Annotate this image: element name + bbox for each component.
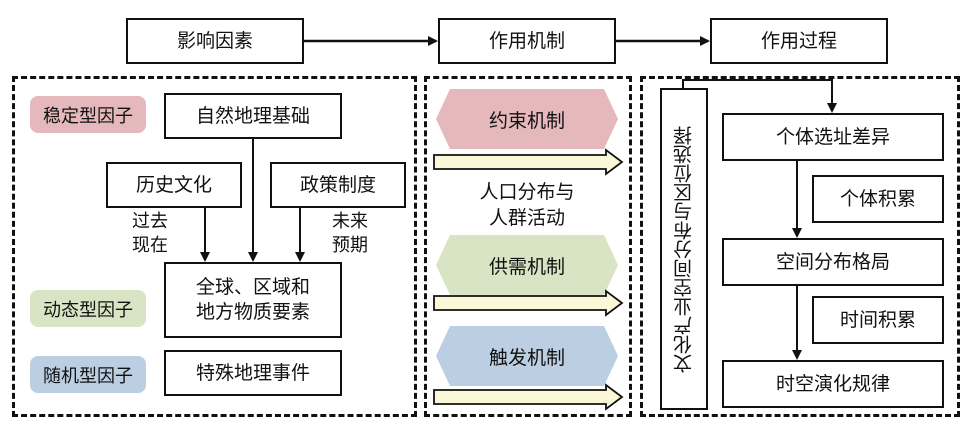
history-culture-box: 历史文化 [106,162,242,208]
mechanism-section [424,76,632,417]
process-vertical-label: 文化产业空间分布与区位选择 [672,125,695,373]
supply-demand-hexagon-shape [436,235,618,295]
constraint-mechanism: 约束机制 [436,89,618,149]
time-accumulation-box: 时间积累 [812,296,944,344]
dynamic-factor-tag: 动态型因子 [30,290,146,327]
global-regional-box: 全球、区域和 地方物质要素 [164,262,342,338]
random-factor-tag: 随机型因子 [30,356,146,393]
constraint-hexagon-shape [436,89,618,149]
special-event-box: 特殊地理事件 [164,350,342,396]
trigger-mechanism: 触发机制 [436,326,618,386]
past-present-label: 过去 现在 [132,211,168,257]
individual-accumulation-box: 个体积累 [812,175,944,223]
process-section [640,76,960,417]
natural-geography-box: 自然地理基础 [164,93,342,139]
factors-section [12,76,417,417]
future-expect-label: 未来 预期 [332,211,368,257]
supply-demand-mechanism-label: 供需机制 [488,255,565,278]
policy-box: 政策制度 [270,162,406,208]
spatial-pattern-box: 空间分布格局 [722,238,944,286]
stable-factor-tag: 稳定型因子 [30,96,146,133]
spatiotemporal-law-box: 时空演化规律 [722,360,944,408]
supply-demand-mechanism: 供需机制 [436,235,618,295]
population-activity-label: 人口分布与 人群活动 [479,181,575,229]
process-vertical-box: 文化产业空间分布与区位选择 [660,88,708,410]
header-process: 作用过程 [710,18,888,64]
header-influence-factors: 影响因素 [126,18,304,64]
trigger-hexagon-shape [436,326,618,386]
individual-location-box: 个体选址差异 [722,113,944,161]
header-mechanism: 作用机制 [438,18,616,64]
trigger-mechanism-label: 触发机制 [488,346,565,369]
constraint-mechanism-label: 约束机制 [488,109,565,132]
